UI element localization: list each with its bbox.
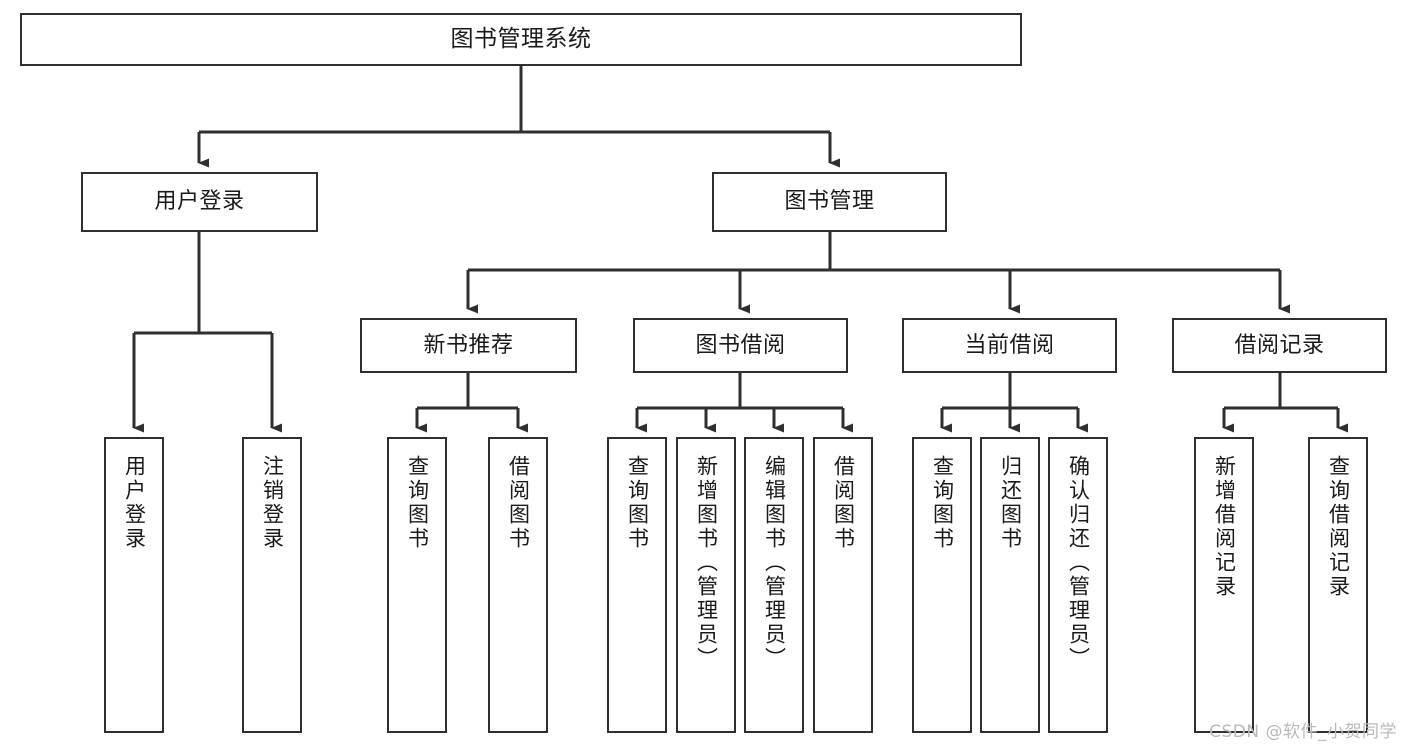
leaf-borrow-book-recommend[interactable]: 借阅图书 (488, 437, 548, 733)
leaf-return-book[interactable]: 归还图书 (980, 437, 1040, 733)
leaf-user-login-label: 用户登录 (122, 455, 147, 551)
leaf-borrow-book-label: 借阅图书 (831, 455, 856, 551)
leaf-logout-label: 注销登录 (260, 455, 285, 551)
node-new-book-recommend[interactable]: 新书推荐 (360, 318, 577, 373)
node-book-management[interactable]: 图书管理 (712, 172, 947, 232)
leaf-confirm-return-admin[interactable]: 确认归还（管理员） (1048, 437, 1108, 733)
leaf-query-book-borrow[interactable]: 查询图书 (607, 437, 667, 733)
csdn-watermark: CSDN @软件_小贺同学 (1209, 722, 1397, 742)
node-borrow-record-label: 借阅记录 (1234, 332, 1325, 358)
node-book-borrow-label: 图书借阅 (695, 332, 786, 358)
leaf-add-borrow-record[interactable]: 新增借阅记录 (1194, 437, 1254, 733)
leaf-return-book-label: 归还图书 (998, 455, 1023, 551)
leaf-edit-book-admin[interactable]: 编辑图书（管理员） (744, 437, 804, 733)
node-new-book-recommend-label: 新书推荐 (423, 332, 514, 358)
node-book-borrow[interactable]: 图书借阅 (633, 318, 848, 373)
leaf-query-borrow-record[interactable]: 查询借阅记录 (1308, 437, 1368, 733)
node-current-borrow[interactable]: 当前借阅 (902, 318, 1117, 373)
leaf-add-borrow-record-label: 新增借阅记录 (1212, 455, 1237, 599)
leaf-add-book-admin-label: 新增图书（管理员） (694, 455, 719, 671)
leaf-query-book-current[interactable]: 查询图书 (912, 437, 972, 733)
node-root[interactable]: 图书管理系统 (20, 13, 1022, 66)
leaf-borrow-book[interactable]: 借阅图书 (813, 437, 873, 733)
leaf-query-book-current-label: 查询图书 (930, 455, 955, 551)
leaf-borrow-book-recommend-label: 借阅图书 (506, 455, 531, 551)
leaf-query-book-recommend[interactable]: 查询图书 (387, 437, 447, 733)
leaf-edit-book-admin-label: 编辑图书（管理员） (762, 455, 787, 671)
node-user-login-label: 用户登录 (154, 189, 245, 215)
node-user-login[interactable]: 用户登录 (81, 172, 318, 232)
node-root-label: 图书管理系统 (450, 26, 592, 53)
node-borrow-record[interactable]: 借阅记录 (1172, 318, 1387, 373)
leaf-user-login[interactable]: 用户登录 (104, 437, 164, 733)
leaf-query-book-borrow-label: 查询图书 (625, 455, 650, 551)
leaf-confirm-return-admin-label: 确认归还（管理员） (1066, 455, 1091, 671)
leaf-logout[interactable]: 注销登录 (242, 437, 302, 733)
node-current-borrow-label: 当前借阅 (964, 332, 1055, 358)
leaf-add-book-admin[interactable]: 新增图书（管理员） (676, 437, 736, 733)
leaf-query-borrow-record-label: 查询借阅记录 (1326, 455, 1351, 599)
node-book-management-label: 图书管理 (784, 189, 875, 215)
leaf-query-book-recommend-label: 查询图书 (405, 455, 430, 551)
